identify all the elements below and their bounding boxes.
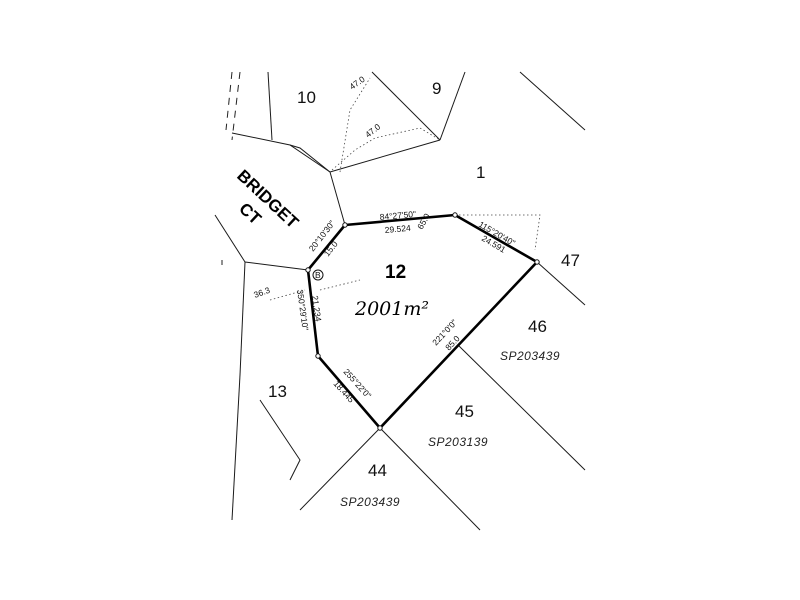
lot-13-label: 13: [268, 382, 287, 401]
lot-12-area: 2001m²: [354, 298, 429, 320]
lot-47-label: 47: [561, 251, 580, 270]
survey-marks: [305, 212, 540, 431]
bearing-2-dist: 29.524: [384, 223, 411, 235]
note-4: 36.3: [252, 285, 271, 300]
marker-b-label: B: [315, 270, 321, 280]
bearing-6: 350°29'10": [295, 289, 311, 331]
lot-44-label: 44: [368, 461, 387, 480]
lot-9-label: 9: [432, 79, 441, 98]
marker-b-circle: [312, 269, 324, 281]
lot-1-label: 1: [476, 163, 485, 182]
bearing-6-dist: 21.234: [310, 295, 324, 322]
plan-ref-lot-44: SP203439: [340, 495, 400, 509]
plan-ref-lot-46: SP203439: [500, 349, 560, 363]
note-2: 47.0: [363, 121, 382, 139]
note-1: 47.0: [347, 74, 367, 92]
road-name-bridget: BRIDGET: [233, 166, 302, 232]
bearing-2: 84°27'50": [379, 209, 416, 222]
lot-12-label: 12: [385, 262, 406, 283]
note-3: 65.0: [415, 211, 432, 231]
lot-46-label: 46: [528, 317, 547, 336]
lot-45-label: 45: [455, 402, 474, 421]
bearings: 20°10'30" 15.0 84°27'50" 29.524 115°20'4…: [252, 74, 517, 405]
lot-10-label: 10: [297, 88, 316, 107]
plan-ref-lot-45: SP203139: [428, 435, 488, 449]
bearing-1-dist: 15.0: [322, 239, 340, 258]
adjoining-boundaries: [214, 71, 586, 531]
